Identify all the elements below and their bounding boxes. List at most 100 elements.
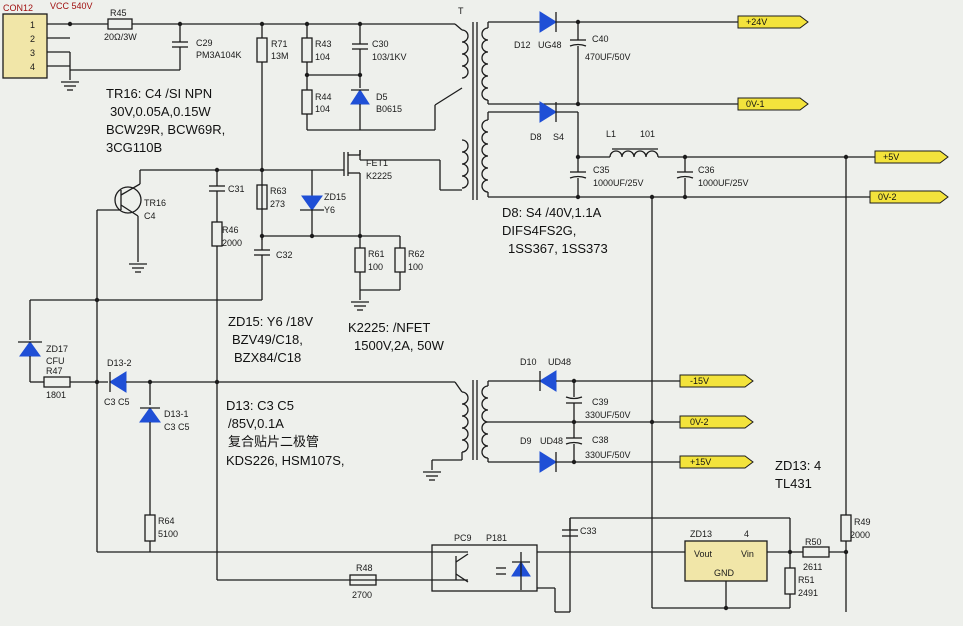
port-0v1-label: 0V-1 [746, 99, 765, 109]
c36-val: 1000UF/25V [698, 178, 749, 188]
zd13-gnd: GND [714, 568, 735, 578]
r47-ref: R47 [46, 366, 63, 376]
d13-2-ref: D13-2 [107, 358, 132, 368]
note-k2225-2: 1500V,2A, 50W [354, 338, 445, 353]
r62-ref: R62 [408, 249, 425, 259]
note-tr16-3: BCW29R, BCW69R, [106, 122, 225, 137]
pin-4: 4 [30, 62, 35, 72]
r64-ref: R64 [158, 516, 175, 526]
c32-ref: C32 [276, 250, 293, 260]
note-d13-3: 复合贴片二极管 [228, 434, 319, 449]
r44-val: 104 [315, 104, 330, 114]
r45-ref: R45 [110, 8, 127, 18]
r51-ref: R51 [798, 575, 815, 585]
d5-diode [350, 89, 370, 105]
r50-ref: R50 [805, 537, 822, 547]
note-zd15-1: ZD15: Y6 /18V [228, 314, 313, 329]
pc9-val: P181 [486, 533, 507, 543]
zd17-val: CFU [46, 356, 65, 366]
r43-val: 104 [315, 52, 330, 62]
r51-val: 2491 [798, 588, 818, 598]
zd13-ic [684, 540, 768, 582]
c30-ref: C30 [372, 39, 389, 49]
c29-val: PM3A104K [196, 50, 242, 60]
port-0v2-bottom [679, 415, 754, 429]
l1-val: 101 [640, 129, 655, 139]
note-zd15-2: BZV49/C18, [232, 332, 303, 347]
r46-ref: R46 [222, 225, 239, 235]
out-15v: D10 UD48 C39 330UF/50V D9 UD48 C38 330UF… [520, 357, 754, 473]
c31-ref: C31 [228, 184, 245, 194]
c29-ref: C29 [196, 38, 213, 48]
d12-diode [539, 11, 557, 33]
d10-ref: D10 [520, 357, 537, 367]
connector-con12: CON12 VCC 540V 1 2 3 4 [2, 1, 93, 91]
fet1: FET1 K2225 ZD15 Y6 R61 100 R62 100 [259, 150, 425, 311]
d5-val: B0615 [376, 104, 402, 114]
port-0v2-top [869, 190, 949, 204]
c40-ref: C40 [592, 34, 609, 44]
pin-2: 2 [30, 34, 35, 44]
d10-diode [539, 370, 557, 392]
zd15-val: Y6 [324, 205, 335, 215]
fet1-val: K2225 [366, 171, 392, 181]
fet1-ref: FET1 [366, 158, 388, 168]
note-d13-2: /85V,0.1A [228, 416, 284, 431]
c30-val: 103/1KV [372, 52, 407, 62]
zd13-vin: Vin [741, 549, 754, 559]
r62-val: 100 [408, 262, 423, 272]
zd13-ref: ZD13 [690, 529, 712, 539]
zd17-r47-d13: ZD17 CFU R47 1801 D13-2 C3 C5 D13-1 C3 C… [18, 299, 455, 553]
r50-val: 2611 [803, 562, 822, 572]
d5-ref: D5 [376, 92, 388, 102]
feedback: R49 2000 PC9 P181 C33 ZD13 4 Vout Vin GN… [349, 157, 871, 613]
out-24v: D12 UG48 C40 470UF/50V +24V 0V-1 [514, 11, 809, 111]
pc9-ref: PC9 [454, 533, 472, 543]
t-ref: T [458, 6, 464, 16]
d13-1-val: C3 C5 [164, 422, 190, 432]
note-d8-3: 1SS367, 1SS373 [508, 241, 608, 256]
d13-2-diode [109, 371, 127, 393]
d8-diode [539, 101, 557, 123]
r63-c32: R63 273 C32 [97, 184, 293, 301]
c33-ref: C33 [580, 526, 597, 536]
c39-val: 330UF/50V [585, 410, 631, 420]
c38-val: 330UF/50V [585, 450, 631, 460]
port-5v [874, 150, 949, 164]
r71-ref: R71 [271, 39, 288, 49]
note-d8-1: D8: S4 /40V,1.1A [502, 205, 602, 220]
zd15-ref: ZD15 [324, 192, 346, 202]
port-5v-label: +5V [883, 152, 899, 162]
r48-val: 2700 [352, 590, 372, 600]
port-minus15v-label: -15V [690, 376, 709, 386]
d13-1-ref: D13-1 [164, 409, 189, 419]
d12-ref: D12 [514, 40, 531, 50]
r46-val: 2000 [222, 238, 242, 248]
r49-val: 2000 [850, 530, 870, 540]
port-0v2-bottom-label: 0V-2 [690, 417, 709, 427]
d8-ref: D8 [530, 132, 542, 142]
out-5v: D8 S4 L1 101 C35 1000UF/25V C36 1000UF/2… [530, 101, 949, 204]
connector-ref: CON12 [3, 3, 33, 13]
r61-ref: R61 [368, 249, 385, 259]
d13-1-diode [139, 407, 161, 423]
d13-2-val: C3 C5 [104, 397, 130, 407]
port-minus15v [679, 374, 754, 388]
c36-ref: C36 [698, 165, 715, 175]
tr16: TR16 C4 [94, 170, 166, 382]
r44-ref: R44 [315, 92, 332, 102]
c35-ref: C35 [593, 165, 610, 175]
note-zd13-2: TL431 [775, 476, 812, 491]
r63-val: 273 [270, 199, 285, 209]
c40-val: 470UF/50V [585, 52, 631, 62]
note-tr16-2: 30V,0.05A,0.15W [110, 104, 211, 119]
port-0v2-top-label: 0V-2 [878, 192, 897, 202]
l1-ref: L1 [606, 129, 616, 139]
c29: C29 PM3A104K [70, 21, 242, 71]
r61-val: 100 [368, 262, 383, 272]
d9-val: UD48 [540, 436, 563, 446]
c35-val: 1000UF/25V [593, 178, 644, 188]
port-0v1 [737, 97, 809, 111]
tr16-ref: TR16 [144, 198, 166, 208]
